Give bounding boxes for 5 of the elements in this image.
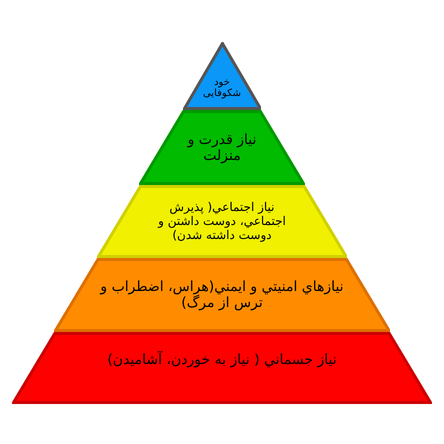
level-label: نياز اجتماعي( پذيرش اجتماعي، دوست داشتن و دوست داشته شدن) [156,201,287,242]
level-label: نياز جسماني ( نياز به خوردن، آشاميدن) [106,352,338,368]
level-label: نياز قدرت و منزلت [186,132,258,164]
level-label: خود شکوفایی [202,76,242,100]
level-label: نيازهاي امنيتي و ايمني(هراس، اضطراب و ترس از مرگ) [98,279,345,312]
